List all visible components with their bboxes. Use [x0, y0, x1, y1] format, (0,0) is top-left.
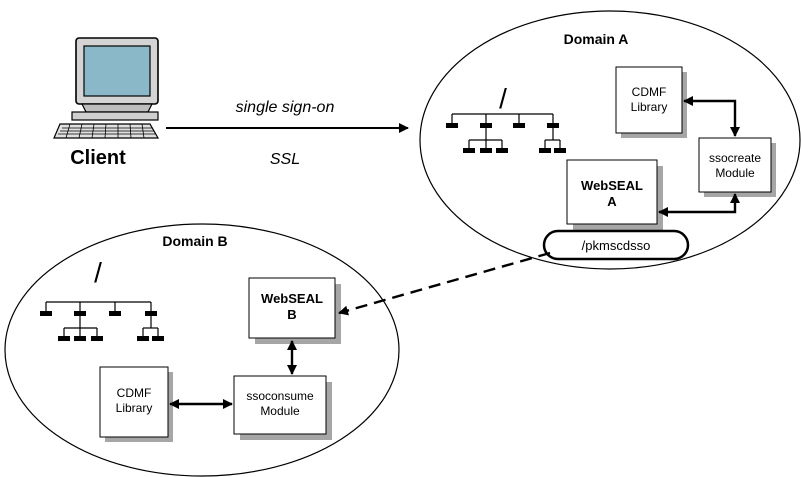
redirect-dashed-arrow	[338, 251, 551, 316]
domain-b-cdmf-label-1: CDMF	[117, 386, 152, 400]
domain-a-cdmf-label-1: CDMF	[632, 85, 667, 99]
ssocreate-module-label-1: ssocreate	[709, 151, 761, 165]
webseal-b-box	[248, 277, 336, 339]
webseal-b-label-2: B	[287, 307, 296, 322]
domain-b-cdmf-label-2: Library	[116, 401, 153, 415]
client-label: Client	[70, 147, 126, 169]
webseal-b-label-1: WebSEAL	[261, 291, 323, 306]
webseal-a-to-ssocreate-arrow	[658, 193, 740, 217]
domain-b-cdmf-box	[99, 366, 169, 438]
domain-b-tree-root: /	[94, 257, 102, 288]
domain-a-object-tree	[446, 113, 566, 153]
pkmscdsso-label: /pkmscdsso	[582, 238, 651, 253]
ssocreate-module-box	[698, 137, 772, 193]
webseal-a-label-1: WebSEAL	[581, 178, 643, 193]
client-computer-icon	[53, 37, 160, 139]
domain-a-cdmf-label-2: Library	[631, 100, 668, 114]
pkmscdsso-endpoint	[542, 229, 690, 261]
webseal-a-box	[566, 159, 658, 225]
domain-a-title: Domain A	[564, 31, 629, 47]
ssoconsume-module-label-1: ssoconsume	[246, 389, 314, 403]
cdmf-a-to-ssocreate-arrow	[683, 96, 740, 137]
domain-a-tree-root: /	[499, 83, 507, 114]
domain-b-object-tree	[40, 301, 164, 341]
domain-a-cdmf-box	[615, 66, 683, 134]
domain-b-ellipse	[4, 223, 400, 477]
ssocreate-module-label-2: Module	[715, 166, 755, 180]
webseal-a-label-2: A	[607, 194, 617, 209]
domain-b-title: Domain B	[162, 233, 227, 249]
sso-label: single sign-on	[236, 99, 335, 116]
ssoconsume-module-label-2: Module	[260, 404, 300, 418]
ssoconsume-module-box	[233, 375, 327, 435]
ssl-label: SSL	[270, 151, 300, 168]
